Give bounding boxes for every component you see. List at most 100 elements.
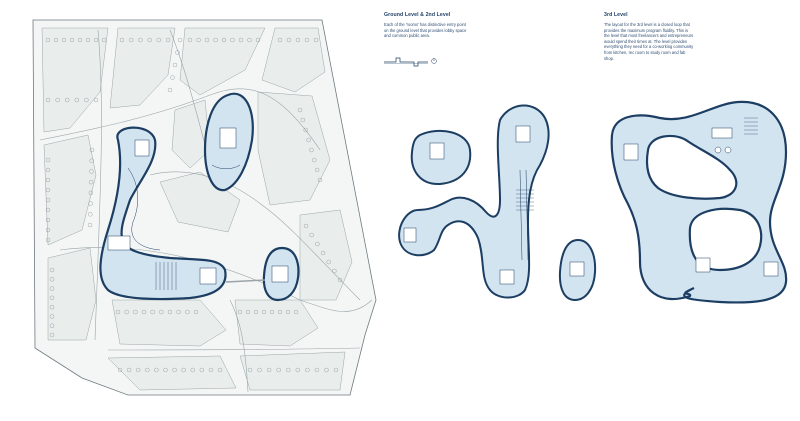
- tree-27: [247, 37, 252, 43]
- tree-70: [126, 367, 132, 373]
- tree-3: [69, 37, 75, 43]
- tree-117: [88, 212, 93, 217]
- tree-14: [119, 37, 125, 43]
- tree-107: [175, 50, 180, 55]
- tree-110: [167, 87, 173, 93]
- tree-114: [88, 179, 94, 185]
- tree-6: [93, 37, 99, 43]
- tree-97: [314, 167, 320, 173]
- tree-38: [45, 197, 51, 203]
- site-building-north: [203, 92, 254, 192]
- tree-43: [49, 267, 55, 273]
- tree-50: [49, 332, 55, 338]
- site-trees: [45, 37, 343, 373]
- tree-42: [45, 237, 51, 243]
- tree-64: [261, 309, 267, 315]
- tree-35: [45, 167, 51, 173]
- tree-115: [88, 190, 94, 196]
- tree-105: [337, 277, 343, 283]
- tree-98: [317, 177, 323, 183]
- tree-7: [101, 37, 107, 43]
- tree-96: [312, 157, 317, 163]
- tree-106: [177, 37, 183, 43]
- tree-82: [257, 367, 262, 373]
- tree-29: [277, 37, 283, 43]
- tree-51: [115, 309, 121, 315]
- tree-69: [117, 367, 123, 373]
- tree-22: [204, 37, 210, 43]
- tree-61: [237, 309, 243, 315]
- site-building-east: [262, 246, 300, 302]
- tree-93: [303, 127, 308, 133]
- ground-level-plans: [398, 104, 597, 302]
- tree-12: [84, 97, 89, 103]
- tree-18: [156, 37, 162, 43]
- landscape-parcels: [41, 27, 353, 391]
- tree-41: [45, 227, 51, 233]
- tree-86: [295, 367, 300, 373]
- section-body-third-level: The layout for the 3rd level is a closed…: [604, 22, 694, 61]
- site-building-main: [99, 126, 227, 301]
- tree-65: [269, 309, 275, 315]
- tree-2: [61, 37, 67, 43]
- tree-108: [172, 62, 178, 68]
- tree-1: [53, 37, 59, 43]
- tree-94: [306, 137, 311, 143]
- tree-77: [190, 367, 195, 373]
- tree-88: [314, 367, 320, 373]
- tree-113: [89, 169, 94, 174]
- plan-loop-outer: [610, 100, 788, 304]
- tree-116: [88, 201, 93, 206]
- tree-92: [300, 117, 306, 123]
- section-title-ground-level: Ground Level & 2nd Level: [384, 12, 451, 18]
- tree-30: [286, 37, 292, 43]
- tree-57: [167, 309, 173, 315]
- tree-20: [187, 37, 193, 43]
- tree-80: [217, 367, 223, 373]
- tree-109: [170, 75, 175, 80]
- tree-103: [326, 259, 331, 265]
- tree-58: [176, 309, 181, 315]
- tree-26: [238, 37, 244, 43]
- tree-32: [304, 37, 310, 43]
- tree-47: [49, 304, 55, 310]
- tree-48: [49, 314, 55, 319]
- tree-73: [154, 367, 159, 373]
- tree-72: [145, 367, 150, 373]
- tree-74: [163, 367, 168, 373]
- tree-44: [49, 277, 55, 282]
- tree-56: [159, 309, 164, 315]
- tree-8: [45, 97, 51, 103]
- ground-level-details: [403, 125, 585, 285]
- tree-5: [85, 37, 91, 43]
- tree-71: [135, 367, 141, 373]
- tree-83: [266, 367, 272, 373]
- plan-loop-hole-upper: [645, 134, 738, 200]
- section-title-third-level: 3rd Level: [604, 12, 628, 18]
- tree-28: [255, 37, 261, 43]
- tree-79: [208, 367, 214, 373]
- tree-59: [185, 309, 190, 315]
- tree-34: [45, 157, 51, 163]
- tree-10: [64, 97, 70, 103]
- site-plan: [32, 19, 377, 396]
- tree-4: [77, 37, 83, 43]
- tree-40: [45, 217, 51, 223]
- tree-55: [150, 309, 155, 315]
- tree-9: [55, 97, 60, 103]
- tree-99: [303, 223, 309, 229]
- tree-36: [45, 177, 51, 183]
- tree-78: [199, 367, 205, 373]
- tree-63: [253, 309, 259, 315]
- tree-87: [305, 367, 310, 373]
- tree-53: [133, 309, 138, 315]
- tree-45: [49, 286, 55, 291]
- tree-37: [45, 187, 51, 193]
- site-link-path: [225, 279, 266, 283]
- tree-89: [324, 367, 329, 373]
- tree-24: [221, 37, 227, 43]
- tree-62: [245, 309, 251, 315]
- tree-76: [181, 367, 186, 373]
- tree-111: [89, 147, 95, 153]
